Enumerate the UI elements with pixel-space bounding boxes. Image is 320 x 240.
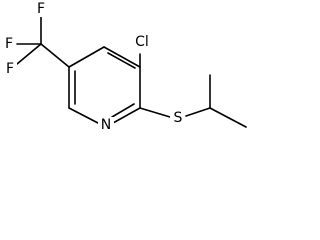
atom-label-s: S (174, 110, 183, 126)
bond-s-ch (185, 107, 211, 117)
bond-c5-c4 (68, 46, 105, 68)
bond-c2-n (112, 107, 141, 124)
chemical-structure-diagram: F F F Cl N S (2, 1, 247, 134)
bond-ch-ch3-right (209, 107, 247, 128)
bond-n-c6 (68, 107, 99, 124)
bond-c4-c3 (103, 46, 141, 68)
bond-c2-s (139, 107, 171, 118)
atom-n: N (98, 117, 114, 134)
atom-s: S (170, 110, 185, 127)
bond-c5-cf3 (40, 43, 70, 68)
atom-label-f-bottom: F (6, 61, 14, 77)
atom-f-top: F (33, 1, 49, 17)
bond-c2-n-inner (111, 103, 135, 118)
atom-label-f-left: F (5, 36, 13, 52)
bond-cf3-f-bottom (16, 43, 42, 65)
atom-f-left: F (2, 36, 16, 52)
atom-cl: Cl (130, 34, 152, 50)
atom-f-bottom: F (3, 61, 17, 77)
bond-c4-c3-inner (107, 52, 136, 69)
atom-labels: F F F Cl N S (2, 1, 185, 134)
atom-label-n: N (101, 117, 111, 133)
atom-label-f-top: F (37, 1, 45, 17)
atom-label-cl: Cl (135, 34, 149, 50)
bonds (16, 12, 247, 128)
